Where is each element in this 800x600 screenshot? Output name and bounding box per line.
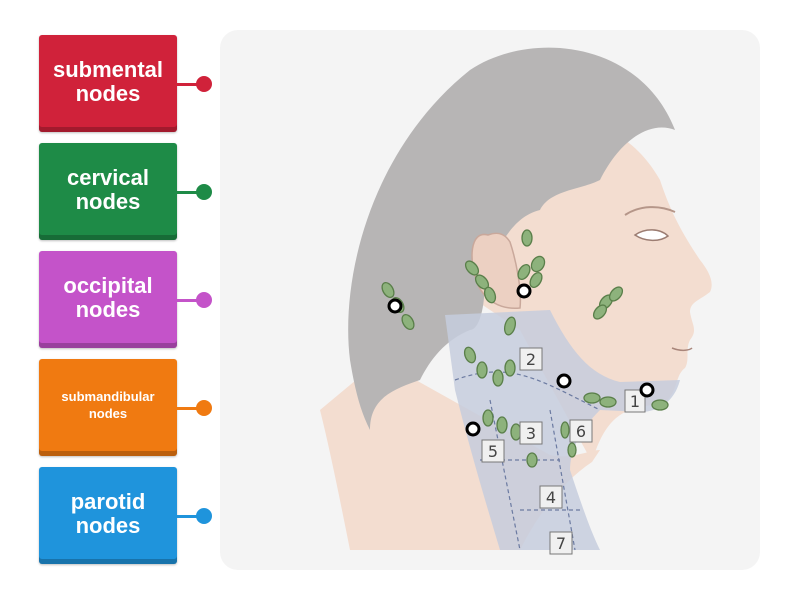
drop-target-cervical-area[interactable] xyxy=(465,421,481,437)
level-divider xyxy=(454,371,601,411)
level-divider xyxy=(489,399,521,551)
lymph-node xyxy=(517,263,531,281)
drop-target-parotid-area[interactable] xyxy=(516,283,532,299)
eyebrow xyxy=(624,206,676,216)
level-box xyxy=(539,485,563,509)
lymph-node xyxy=(521,229,533,247)
lymph-node xyxy=(503,316,517,336)
level-box xyxy=(569,419,593,443)
level-box xyxy=(519,347,543,371)
level-label: 4 xyxy=(546,488,556,507)
level-box xyxy=(624,389,646,413)
tile-label: occipital nodes xyxy=(63,273,153,322)
head-neck-lymph-node-diagram: 1 2 3 4 5 6 7 xyxy=(220,30,760,570)
eye xyxy=(633,229,670,242)
lymph-node xyxy=(504,359,516,377)
level-labels: 1 2 3 4 5 6 7 xyxy=(481,347,646,555)
lymph-node xyxy=(401,313,415,331)
level-label: 3 xyxy=(526,424,536,443)
lymph-node xyxy=(567,442,577,458)
lymph-node xyxy=(483,286,497,304)
lymph-node xyxy=(381,281,395,299)
lymph-node xyxy=(583,392,601,404)
lymph-node xyxy=(560,421,570,439)
hair xyxy=(348,47,675,430)
lymph-node xyxy=(492,369,504,387)
tile-label: submental nodes xyxy=(52,57,164,106)
level-label: 5 xyxy=(488,442,498,461)
lymph-node xyxy=(651,399,669,411)
mouth xyxy=(671,347,693,352)
level-label: 2 xyxy=(526,350,536,369)
submental-connector[interactable] xyxy=(177,74,212,94)
lymph-node xyxy=(529,271,543,289)
head-illustration xyxy=(320,47,712,550)
parotid-connector[interactable] xyxy=(177,506,212,526)
lymph-node xyxy=(496,416,508,434)
level-box xyxy=(481,439,505,463)
level-label: 1 xyxy=(630,392,640,411)
lymph-node xyxy=(482,409,494,427)
lymph-node xyxy=(530,255,546,273)
lymph-node xyxy=(476,361,488,379)
drop-target-occipital-area[interactable] xyxy=(387,298,403,314)
level-divider xyxy=(549,409,576,551)
lymph-node xyxy=(526,452,538,468)
level-label: 7 xyxy=(556,534,566,553)
lymph-node xyxy=(592,304,608,320)
tile-label: parotid nodes xyxy=(70,489,146,538)
level-box xyxy=(519,421,543,445)
tile-label: cervical nodes xyxy=(67,165,149,214)
tile-submental-nodes[interactable]: submental nodes xyxy=(39,35,177,132)
occipital-connector[interactable] xyxy=(177,290,212,310)
tile-occipital-nodes[interactable]: occipital nodes xyxy=(39,251,177,348)
tile-label: submandibular nodes xyxy=(61,389,155,421)
level-box xyxy=(549,531,573,555)
submandibular-connector[interactable] xyxy=(177,398,212,418)
tile-parotid-nodes[interactable]: parotid nodes xyxy=(39,467,177,564)
drop-target-submental-area[interactable] xyxy=(639,382,655,398)
lymph-node xyxy=(599,396,617,408)
lymph-node xyxy=(464,260,480,276)
lymph-node xyxy=(608,286,624,302)
lymph-nodes xyxy=(381,229,669,468)
drop-targets xyxy=(387,283,655,437)
tile-submandibular-nodes[interactable]: submandibular nodes xyxy=(39,359,177,456)
lymph-node xyxy=(463,346,477,364)
tile-cervical-nodes[interactable]: cervical nodes xyxy=(39,143,177,240)
level-label: 6 xyxy=(576,422,586,441)
cervical-connector[interactable] xyxy=(177,182,212,202)
drop-target-submandibular-area[interactable] xyxy=(556,373,572,389)
